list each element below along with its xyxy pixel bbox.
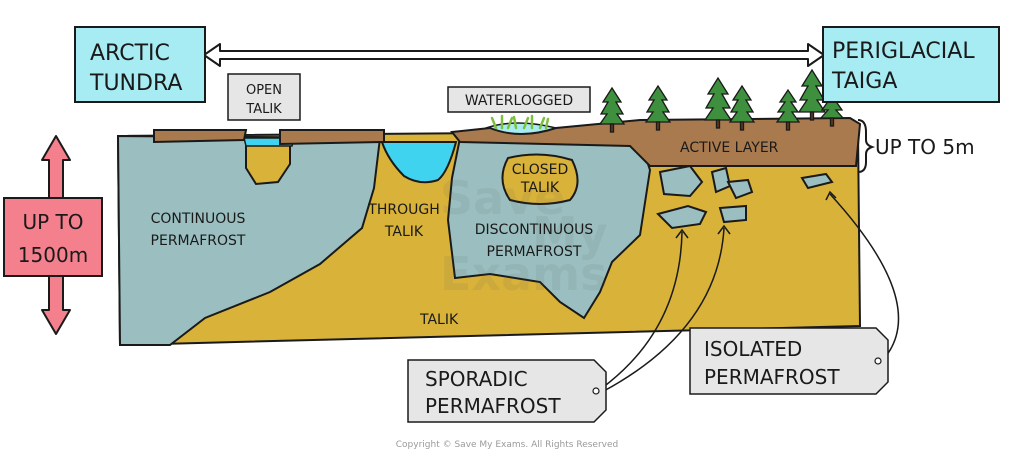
active-layer-right	[450, 116, 862, 167]
discontinuous-permafrost-label-1: DISCONTINUOUS	[475, 222, 594, 238]
svg-text:1500m: 1500m	[18, 243, 88, 267]
tree-icon	[598, 86, 626, 133]
active-layer-left-2	[279, 129, 385, 146]
tree-icon	[775, 88, 801, 131]
pointer-lines	[601, 193, 900, 393]
discontinuous-permafrost-label-2: PERMAFROST	[487, 244, 582, 260]
svg-text:TALIK: TALIK	[245, 102, 282, 117]
lake-water	[380, 141, 458, 184]
discontinuous-permafrost-region	[446, 136, 652, 320]
through-talik-label-2: TALIK	[384, 224, 424, 240]
svg-text:Exams: Exams	[440, 247, 607, 301]
svg-text:ARCTIC: ARCTIC	[90, 41, 170, 66]
svg-text:UP TO 5m: UP TO 5m	[875, 135, 975, 159]
active-layer-depth-bracket: UP TO 5m	[857, 119, 975, 173]
svg-text:PERMAFROST: PERMAFROST	[704, 365, 840, 389]
biome-double-arrow	[203, 43, 825, 67]
isolated-permafrost-tag: ISOLATED PERMAFROST	[689, 327, 889, 395]
sporadic-patch-4	[656, 204, 708, 230]
svg-text:SPORADIC: SPORADIC	[425, 367, 528, 391]
depth-arrow: UP TO 1500m	[3, 135, 103, 335]
arctic-tundra-label: ARCTIC TUNDRA	[74, 26, 206, 103]
tree-icon	[703, 76, 733, 129]
svg-text:TUNDRA: TUNDRA	[89, 71, 182, 96]
sporadic-permafrost-tag: SPORADIC PERMAFROST	[407, 359, 607, 423]
periglacial-taiga-label: PERIGLACIAL TAIGA	[822, 26, 1000, 103]
tree-icon	[797, 68, 827, 121]
svg-text:TAIGA: TAIGA	[831, 69, 897, 94]
continuous-permafrost-label-1: CONTINUOUS	[151, 211, 246, 227]
closed-talik-label-2: TALIK	[520, 180, 560, 196]
talik-label: TALIK	[419, 312, 459, 328]
active-layer-label: ACTIVE LAYER	[680, 140, 779, 156]
waterlogged-label: WATERLOGGED	[447, 86, 591, 113]
pointer-arrowheads	[675, 190, 837, 239]
svg-text:UP TO: UP TO	[22, 210, 83, 234]
svg-text:ISOLATED: ISOLATED	[704, 337, 802, 361]
through-talik-label-1: THROUGH	[367, 202, 439, 218]
sporadic-patch-5	[718, 204, 747, 224]
tree-icon	[644, 84, 672, 131]
isolated-patch	[800, 172, 834, 190]
grass-tuft-icon	[490, 114, 550, 130]
continuous-permafrost-region	[116, 134, 382, 346]
sporadic-patch-3	[726, 178, 754, 200]
svg-text:PERIGLACIAL: PERIGLACIAL	[832, 39, 975, 64]
closed-talik-label-1: CLOSED	[512, 162, 569, 178]
copyright-notice: Copyright © Save My Exams. All Rights Re…	[395, 440, 619, 450]
continuous-permafrost-label-2: PERMAFROST	[151, 233, 246, 249]
tree-icon	[728, 84, 756, 131]
svg-text:WATERLOGGED: WATERLOGGED	[465, 93, 573, 109]
watermark: Save My Exams	[440, 171, 608, 301]
svg-text:My: My	[532, 207, 608, 261]
open-talik-label: OPEN TALIK	[227, 73, 301, 121]
svg-text:OPEN: OPEN	[246, 83, 282, 98]
svg-text:Save: Save	[440, 171, 565, 225]
svg-text:PERMAFROST: PERMAFROST	[425, 394, 561, 418]
closed-talik-region	[501, 153, 579, 205]
active-layer-left-1	[153, 129, 248, 144]
